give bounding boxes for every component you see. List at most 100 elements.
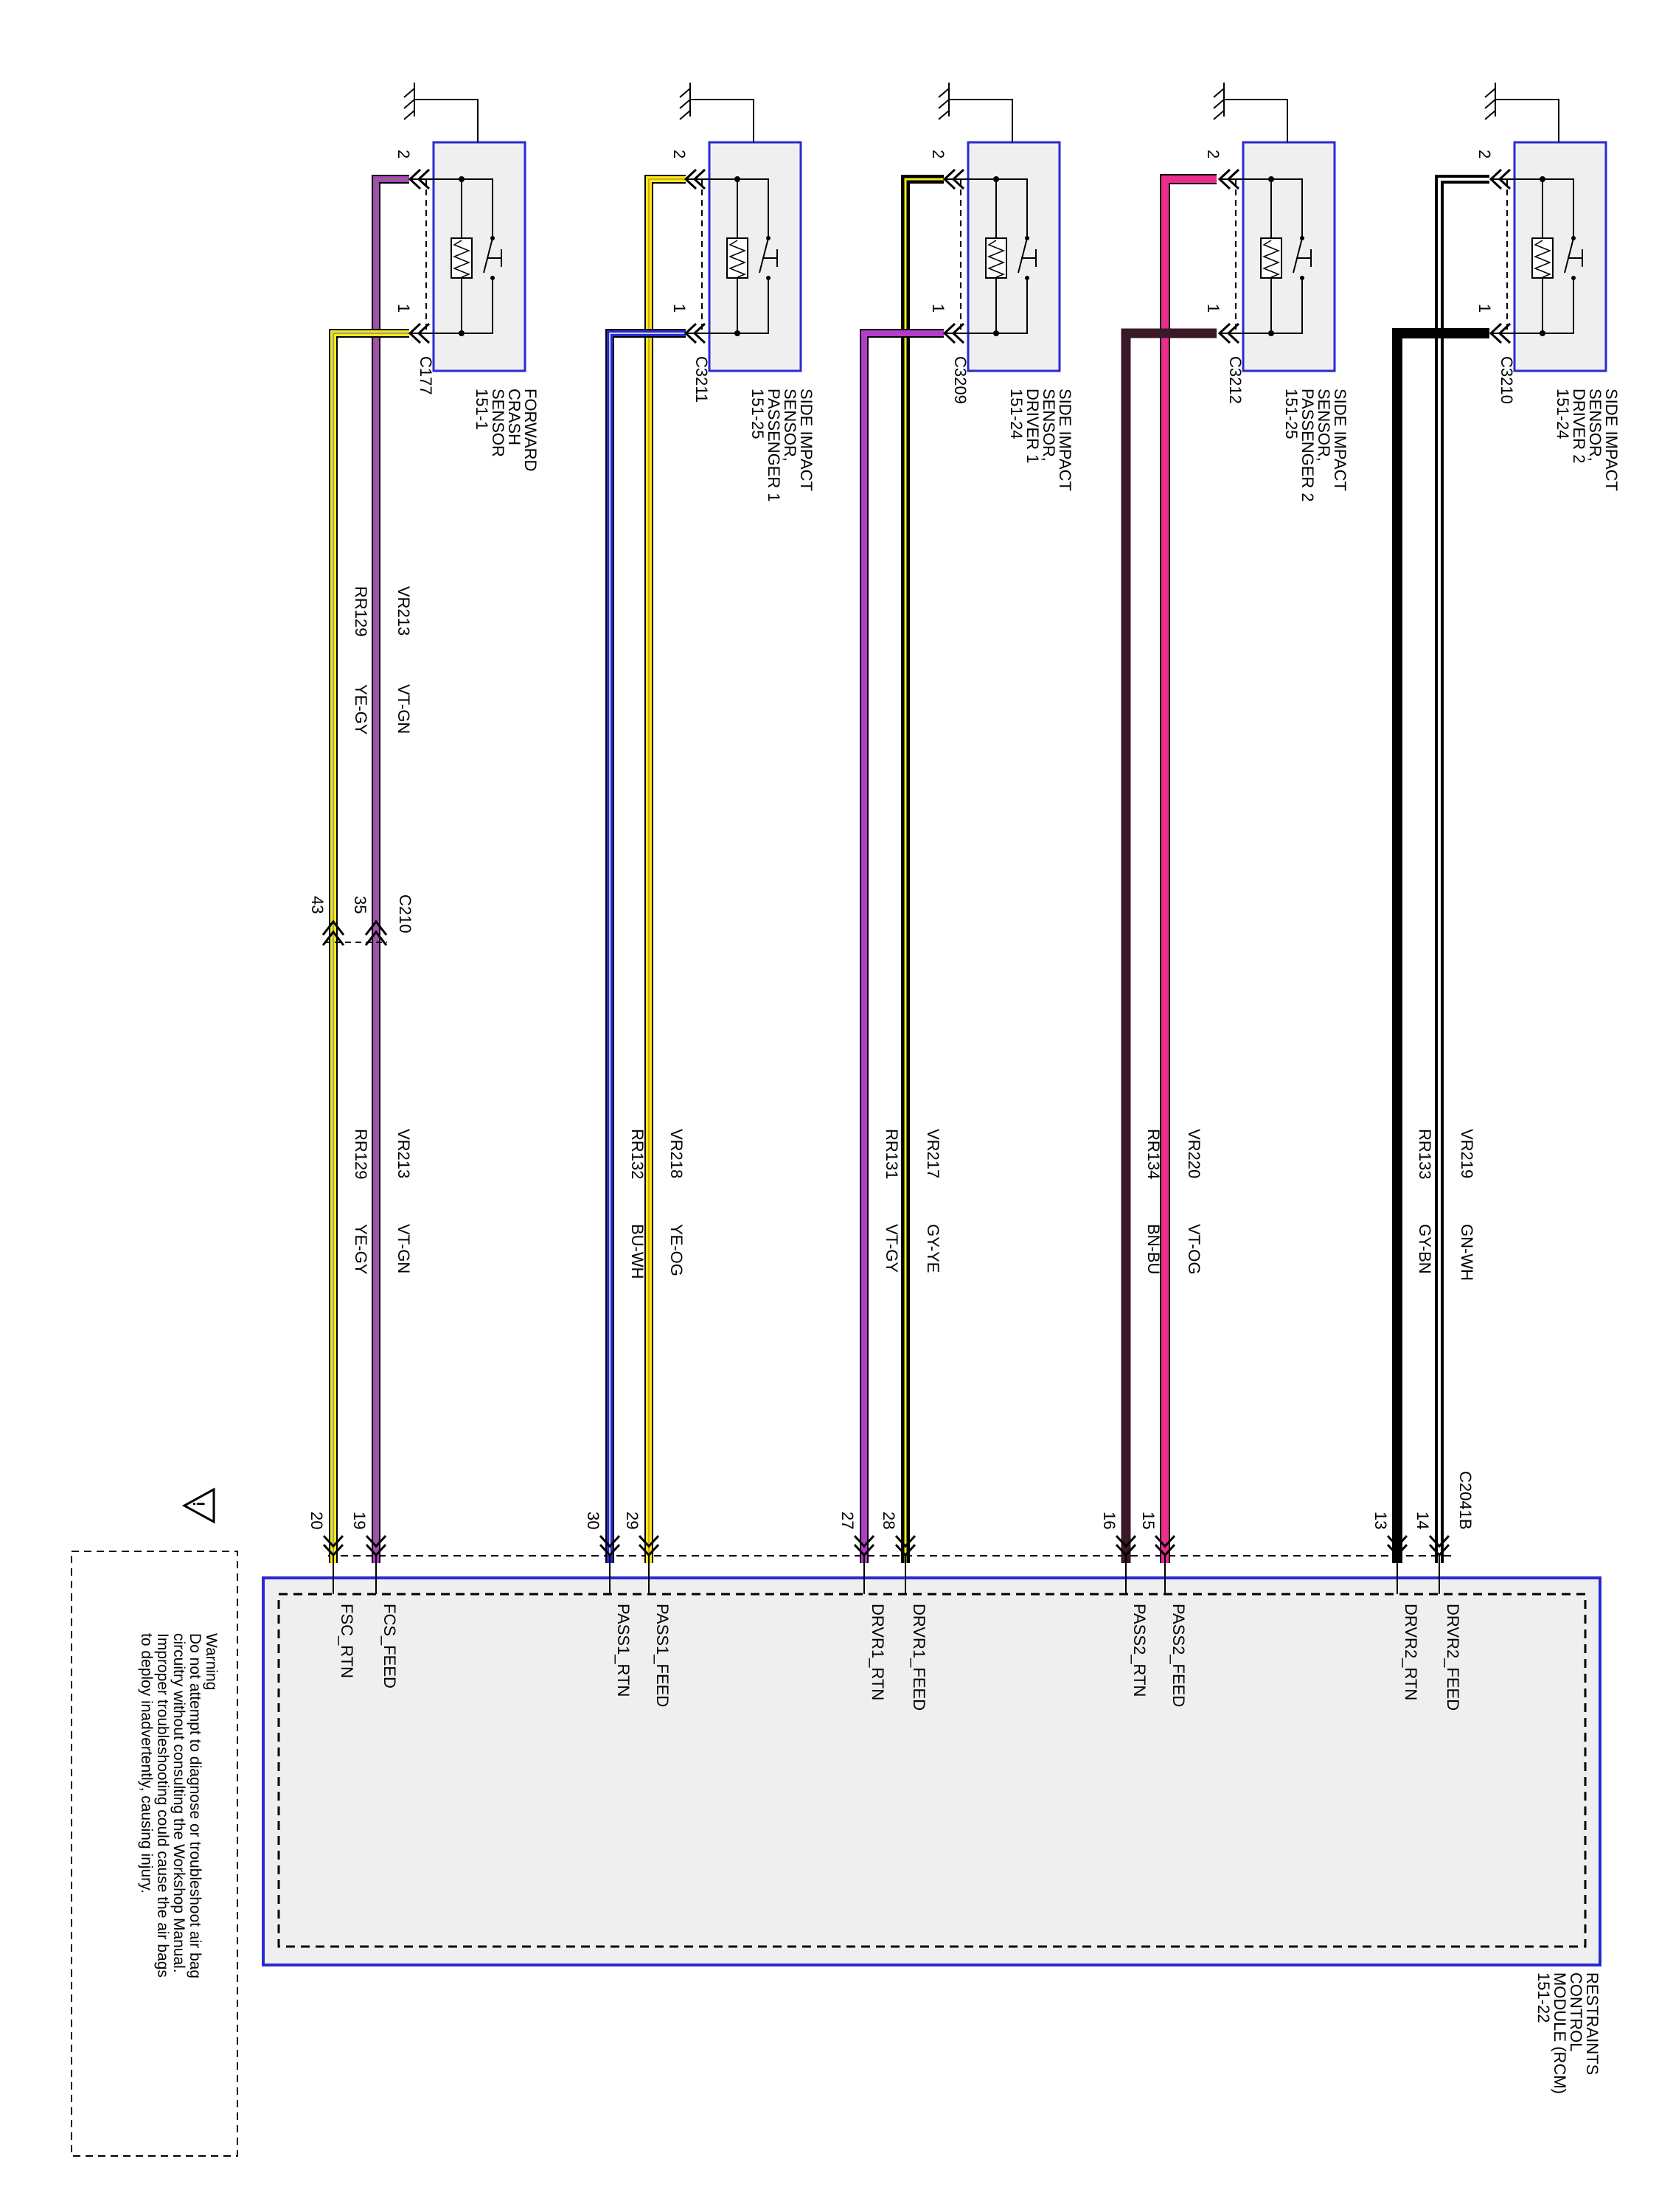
wire-rr129-stripe (333, 333, 409, 1563)
sensor-name-line: FORWARD (521, 389, 540, 471)
wire-rr131 (861, 330, 944, 1563)
sensor-name-line: CRASH (505, 389, 524, 445)
terminal-icon (1115, 1534, 1137, 1548)
sensor-name-line: PASSENGER 2 (1298, 389, 1317, 502)
rcm-signal-name: DRVR1_RTN (869, 1604, 887, 1700)
wire-label-circuit: RR133 (1416, 1129, 1434, 1179)
resistor-icon (1531, 237, 1554, 279)
warning-title: Warning (203, 1633, 220, 1690)
sensor-name-line: 151-25 (1282, 389, 1301, 439)
wire-rr129-outline (329, 329, 409, 1563)
sensor-outline (967, 141, 1061, 372)
switch-icon (1564, 236, 1583, 280)
sensor-outline (1242, 141, 1336, 372)
terminal-icon (942, 322, 965, 344)
sensor-pin-label: 1 (1204, 304, 1222, 313)
wire-vr213-outline (372, 175, 409, 1563)
wire-rr129 (330, 330, 409, 1563)
restraints-control-module: RESTRAINTS CONTROL MODULE (RCM) 151-22 C… (262, 1471, 1601, 2094)
terminal-icon (1386, 1534, 1408, 1548)
wire-vr219 (1438, 178, 1489, 1563)
rcm-signal-name: DRVR1_FEED (910, 1604, 928, 1711)
sensor-name-line: SIDE IMPACT (1056, 389, 1074, 491)
wire-label-circuit: VR213 (394, 1129, 413, 1178)
terminal-icon (853, 1534, 875, 1548)
ground-lead (949, 99, 1013, 142)
rcm-signal-name: DRVR2_FEED (1444, 1604, 1462, 1711)
sensor-name-line: SIDE IMPACT (1331, 389, 1349, 491)
terminal-icon (684, 322, 706, 344)
sensor-name-line: SENSOR (489, 389, 507, 457)
sensor-outline (1513, 141, 1607, 372)
ground-lead (414, 99, 479, 142)
wire-label-circuit: VR219 (1458, 1129, 1476, 1178)
wire-rr134 (1121, 328, 1217, 1563)
sensor-name-line: SENSOR, (1315, 389, 1333, 462)
rcm-inner-dashed (277, 1593, 1587, 1948)
switch-icon (1018, 236, 1037, 280)
warning-line: Do not attempt to diagnose or troublesho… (187, 1633, 204, 1978)
wire-vr220-outline (1160, 174, 1217, 1563)
ground-icon (679, 83, 691, 120)
wire-label-circuit: RR131 (883, 1129, 901, 1179)
wire-label-circuit: VR220 (1185, 1129, 1203, 1178)
sensors: 21C177FORWARDCRASHSENSOR151-121C3211SIDE… (394, 99, 1621, 502)
wire-label-color: GN-WH (1458, 1224, 1476, 1281)
sensor-name-line: 151-1 (473, 389, 491, 430)
c210-terminal (321, 919, 388, 946)
warning-block: ! Warning Do not attempt to diagnose or … (71, 1487, 238, 2157)
terminal-icon (1154, 1534, 1176, 1548)
sensor-connector-label: C177 (417, 356, 435, 395)
wire-vr213-stripe (375, 178, 409, 1563)
wire-label-circuit: VR218 (667, 1129, 686, 1178)
rcm-outline (262, 1576, 1601, 1966)
rcm-connector-label: C2041B (1456, 1471, 1475, 1530)
terminal-icon (638, 1534, 660, 1548)
terminal-icon (365, 1534, 387, 1548)
ground-lead (1495, 99, 1559, 142)
terminal-icon (1217, 322, 1240, 344)
switch-icon (483, 236, 502, 280)
sensor-pin-label: 1 (670, 304, 689, 313)
rcm-pin-number: 13 (1371, 1512, 1390, 1529)
sensor-outline (432, 141, 526, 372)
wire-vr218-stripe (648, 178, 686, 1563)
sensor-name-line: SIDE IMPACT (1602, 389, 1621, 491)
sensor-pin-label: 1 (929, 304, 947, 313)
wires (329, 174, 1489, 1563)
sensor-connector-label: C3211 (692, 356, 711, 403)
c210-label: C210 (396, 894, 414, 933)
rcm-signal-name: DRVR2_RTN (1402, 1604, 1420, 1700)
wire-label-circuit: RR129 (352, 586, 370, 636)
ground-icon (403, 83, 415, 120)
ground-icon (1484, 83, 1496, 120)
sensor-name-line: SIDE IMPACT (797, 389, 815, 491)
resistor-icon (451, 237, 473, 279)
wire-rr133 (1392, 328, 1489, 1563)
rcm-name-line-3: MODULE (RCM) (1551, 1972, 1569, 2094)
sensor-name-line: SENSOR, (1586, 389, 1604, 462)
sensor-connector-label: C3209 (951, 356, 970, 404)
rcm-pin-number: 14 (1413, 1512, 1432, 1529)
terminal-icon (322, 1534, 344, 1548)
terminal-icon (1217, 168, 1240, 190)
sensor-name-line: 151-24 (1554, 389, 1572, 439)
terminal-icon (942, 168, 965, 190)
switch-icon (759, 236, 778, 280)
rcm-pin-number: 16 (1100, 1512, 1119, 1529)
wire-label-circuit: VR213 (394, 586, 413, 636)
wire-labels: VR213 VT-GN RR129 YE-GY VR213 VT-GN RR12… (352, 586, 1476, 1281)
sensor-pin-label: 2 (394, 150, 413, 159)
terminal-icon (408, 322, 431, 344)
terminal-icon (1489, 322, 1512, 344)
terminal-icon (894, 1534, 917, 1548)
warning-symbol: ! (189, 1501, 208, 1506)
warning-line: circuitry without consulting the Worksho… (170, 1633, 187, 1973)
